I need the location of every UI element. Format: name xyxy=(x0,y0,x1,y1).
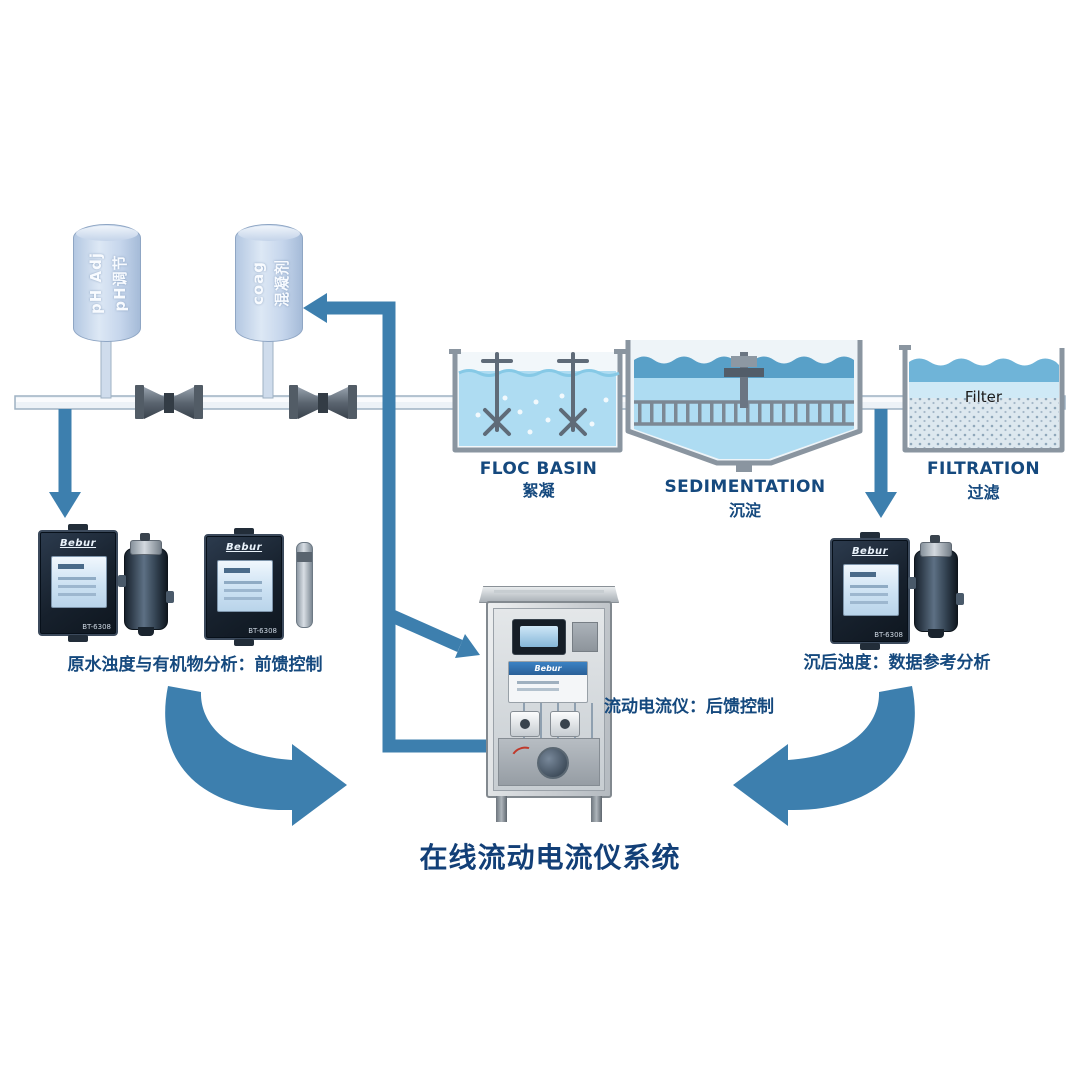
floc-basin xyxy=(449,349,626,453)
floc-mixers xyxy=(481,352,589,436)
model-label: BT-6308 xyxy=(82,623,111,631)
settled-turbidity-controller: Bebur BT-6308 xyxy=(830,532,910,650)
filtration-label-zh: 过滤 xyxy=(967,483,1000,502)
sensor-port xyxy=(118,575,126,587)
feedback-swoosh-right xyxy=(733,686,915,826)
sedimentation-label-en: SEDIMENTATION xyxy=(664,477,826,497)
coag-dosing-arrow xyxy=(303,293,327,323)
dip-probe xyxy=(296,542,313,628)
filter-media-label: Filter xyxy=(964,388,1003,406)
controller-panel: Bebur BT-6308 xyxy=(830,538,910,644)
cabinet-controller-screen xyxy=(520,626,558,647)
ph-adjust-tank: pH Adj pH调节 xyxy=(73,224,141,342)
organics-controller: Bebur BT-6308 xyxy=(204,528,284,646)
raw-water-annotation: 原水浊度与有机物分析：前馈控制 xyxy=(67,655,323,675)
cabinet-body: Bebur xyxy=(486,601,612,798)
coagulant-tank: coag 混凝剂 xyxy=(235,224,303,342)
cabinet-feed-arrow xyxy=(455,634,480,658)
scm-analyzer-cabinet: Bebur xyxy=(479,586,619,822)
cabinet-controller xyxy=(512,619,566,655)
model-label: BT-6308 xyxy=(874,631,903,639)
cabinet-lower-bay xyxy=(498,738,600,786)
ph-tank-label-en: pH Adj xyxy=(87,252,105,315)
controller-panel: Bebur BT-6308 xyxy=(204,534,284,640)
sensor-tip xyxy=(138,627,154,636)
brand-logo: Bebur xyxy=(59,538,97,549)
cabinet-leg xyxy=(496,796,507,822)
sensor-tip xyxy=(928,629,944,638)
floc-basin-label-zh: 絮凝 xyxy=(522,481,555,500)
settled-turbidity-sensor xyxy=(908,535,964,638)
controller-panel: Bebur BT-6308 xyxy=(38,530,118,636)
red-cable xyxy=(508,743,538,769)
filtration-basin xyxy=(899,345,1065,453)
coag-tank-label-zh: 混凝剂 xyxy=(273,259,291,308)
diagram-title: 在线流动电流仪系统 xyxy=(419,841,681,874)
tank-stems xyxy=(100,335,274,399)
floc-basin-label-en: FLOC BASIN xyxy=(479,459,598,479)
dosing-pump-2 xyxy=(289,385,357,419)
motor-unit xyxy=(537,747,569,779)
scm-annotation: 流动电流仪：后馈控制 xyxy=(604,697,774,717)
dosing-pump-1 xyxy=(135,385,203,419)
model-label: BT-6308 xyxy=(248,627,277,635)
filtration-label-en: FILTRATION xyxy=(926,459,1041,479)
brand-logo: Bebur xyxy=(225,542,263,553)
brand-logo: Bebur xyxy=(851,546,889,557)
controller-screen xyxy=(843,564,899,616)
sedimentation-label-zh: 沉淀 xyxy=(728,501,761,520)
cabinet-leg xyxy=(591,796,602,822)
controller-screen xyxy=(217,560,273,612)
floc-bubbles xyxy=(475,393,609,435)
raw-water-arrow xyxy=(49,409,81,518)
cabinet-interior: Bebur xyxy=(493,608,605,791)
sample-pump xyxy=(550,711,580,737)
scm-analyzer-unit: Bebur xyxy=(508,661,588,703)
settled-water-annotation: 沉后浊度：数据参考分析 xyxy=(803,653,991,673)
controller-screen xyxy=(51,556,107,608)
raw-turbidity-controller: Bebur BT-6308 xyxy=(38,524,118,642)
coag-dosing-line xyxy=(303,293,500,753)
sample-pump xyxy=(510,711,540,737)
cabinet-junction-box xyxy=(572,622,598,652)
sedimentation-basin xyxy=(625,340,863,472)
sensor-port xyxy=(908,577,916,589)
settled-water-arrow xyxy=(865,409,897,518)
ph-tank-label-zh: pH调节 xyxy=(111,254,129,312)
coag-tank-label-en: coag xyxy=(249,260,267,306)
sensor-port xyxy=(166,591,174,603)
sensor-port xyxy=(956,593,964,605)
feedback-swoosh-left xyxy=(165,686,347,826)
turbidity-sensor xyxy=(118,533,174,636)
brand-logo: Bebur xyxy=(509,662,587,675)
